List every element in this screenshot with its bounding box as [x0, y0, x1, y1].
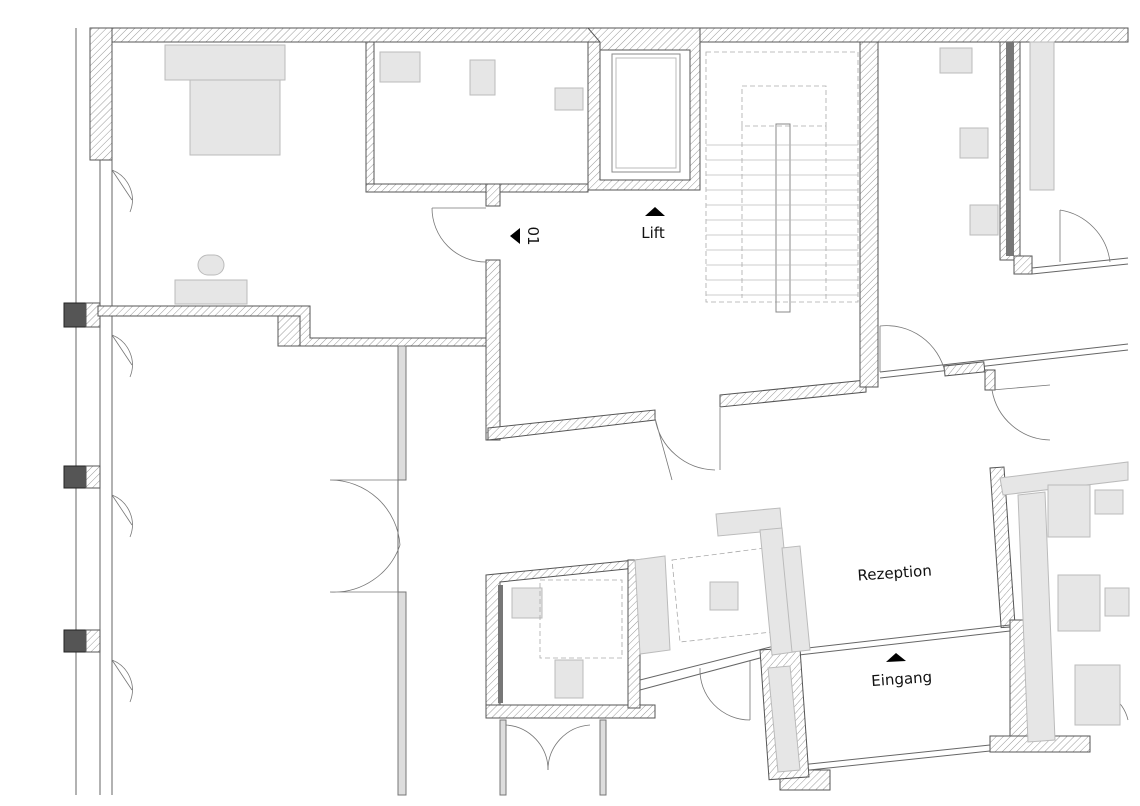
bench [1017, 491, 1056, 743]
table [1047, 484, 1091, 538]
table [1057, 574, 1101, 632]
staircase [705, 51, 859, 313]
furniture [164, 41, 1130, 773]
toilet [959, 127, 989, 159]
toilet [939, 47, 973, 74]
chair [1104, 587, 1130, 617]
chair [709, 581, 739, 611]
sink [379, 51, 421, 83]
bed-headboard [164, 44, 286, 81]
lift-marker-arrow [645, 207, 665, 216]
lift-label: Lift [641, 224, 665, 242]
section-marker-arrow [510, 228, 520, 244]
doors [329, 207, 1129, 771]
desk [174, 279, 248, 305]
reception-counter [781, 545, 811, 653]
sink [969, 204, 999, 236]
bench [1029, 41, 1055, 191]
bench [999, 461, 1129, 496]
chair [197, 254, 225, 276]
bed [189, 79, 281, 156]
sink [511, 587, 543, 619]
reception-label: Rezeption [857, 561, 932, 584]
chair [1094, 489, 1124, 515]
entrance-marker-arrow [886, 653, 906, 662]
toilet [469, 59, 496, 96]
toilet [554, 659, 584, 699]
facade-doors [111, 169, 133, 703]
table [1074, 664, 1121, 726]
column [63, 629, 87, 653]
section-marker-label: 01 [524, 226, 542, 245]
column [63, 465, 87, 489]
bench [634, 555, 671, 655]
entrance-label: Eingang [871, 668, 933, 690]
washbasin [554, 87, 584, 111]
column [63, 302, 87, 328]
bench [767, 665, 801, 773]
